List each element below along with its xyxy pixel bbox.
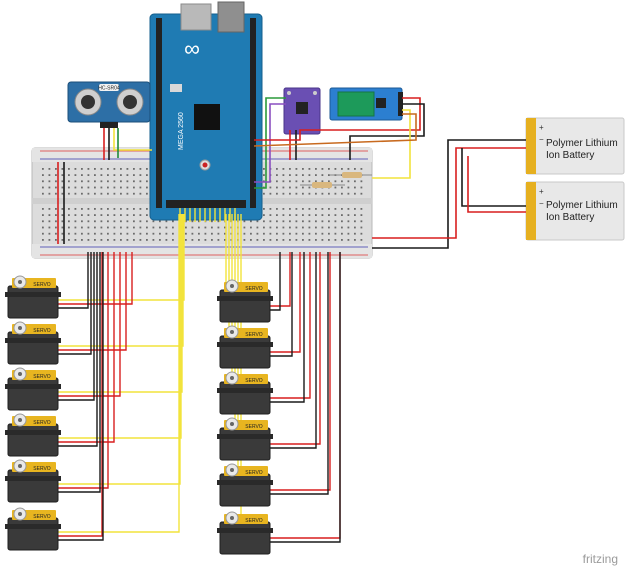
microcontroller-chip [194,104,220,130]
servo-label: SERVO [33,514,51,520]
battery-1-label-line1: Polymer Lithium [546,138,618,149]
servos: SERVO SERVO SERVO SERVO SERVO SERVO SERVO SERVO… [5,275,273,555]
servo-motor: SERVO [5,367,61,411]
servo-wire [58,252,103,537]
ultrasonic-sensor: HC-SR04 [67,81,151,128]
servo-motor: SERVO [5,275,61,319]
servo-wire [270,252,301,353]
bluetooth-module [329,87,403,121]
servo-motor: SERVO [217,511,273,555]
servo-wire [58,252,89,309]
servo-wire [58,252,109,489]
reset-button [202,162,208,168]
servo-label: SERVO [33,420,51,426]
servo-wire [58,252,127,351]
battery-2-minus: − [539,199,544,208]
battery-1-label-line2: Ion Battery [546,150,594,161]
module-wires [57,97,526,249]
servo-wire [58,252,101,493]
fritzing-watermark: fritzing [583,552,618,566]
servo-wire [58,252,115,443]
servo-wire [270,252,341,543]
servo-wire [270,252,293,357]
servo-label: SERVO [33,328,51,334]
servo-wire [58,252,133,305]
servo-motor: SERVO [5,413,61,457]
servo-wire [270,252,331,491]
arduino-mega-board: ∞ MEGA 2560 [149,1,263,221]
servo-motor: SERVO [217,463,273,507]
servo-label: SERVO [33,466,51,472]
servo-wire [58,214,182,439]
servo-label: SERVO [245,286,263,292]
servo-wire [270,252,311,399]
servo-wire [270,252,281,311]
gyro-module [283,87,321,135]
servo-wire [270,252,329,495]
servo-motor: SERVO [5,321,61,365]
servo-wire [270,252,321,445]
servo-motor: SERVO [5,507,61,551]
servo-wire [270,252,317,449]
servo-motor: SERVO [217,371,273,415]
servo-wire [270,252,291,307]
battery-2-label-line1: Polymer Lithium [546,200,618,211]
servo-wire [58,214,181,485]
servo-label: SERVO [33,374,51,380]
battery-1: + − Polymer Lithium Ion Battery [525,117,625,175]
servo-wire [58,252,98,447]
resistors [300,172,372,188]
servo-motor: SERVO [217,325,273,369]
servo-wire [58,252,92,355]
servo-label: SERVO [245,378,263,384]
ultrasonic-sensor-label: HC-SR04 [98,86,120,92]
servo-wire [58,252,95,401]
servo-wire [58,252,121,397]
servo-wire [270,252,305,403]
servo-motor: SERVO [5,459,61,503]
servo-label: SERVO [33,282,51,288]
servo-label: SERVO [245,424,263,430]
servo-motor: SERVO [217,279,273,323]
battery-1-minus: − [539,135,544,144]
battery-1-plus: + [539,123,544,132]
servo-wire [58,214,180,533]
servo-wire [58,252,104,541]
servo-label: SERVO [245,518,263,524]
servo-label: SERVO [245,332,263,338]
battery-2-plus: + [539,187,544,196]
servo-label: SERVO [245,470,263,476]
arduino-logo: ∞ [184,36,200,61]
servo-motor: SERVO [217,417,273,461]
arduino-board-label: MEGA 2560 [178,112,185,150]
battery-2: + − Polymer Lithium Ion Battery [525,181,625,241]
battery-2-label-line2: Ion Battery [546,212,594,223]
